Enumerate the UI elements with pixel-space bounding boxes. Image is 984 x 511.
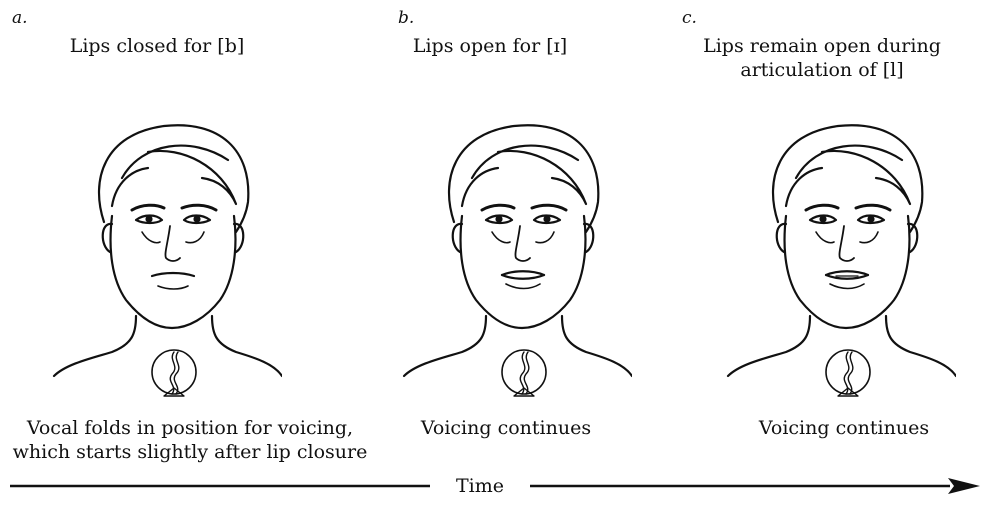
pupil-right <box>543 215 550 222</box>
hair-strand <box>122 146 228 178</box>
pupil-right <box>193 215 200 222</box>
pupil-left <box>495 215 502 222</box>
arrowhead-icon <box>948 478 980 494</box>
hair-strand <box>112 168 148 206</box>
face-illustration <box>402 120 632 420</box>
panel-title: Lips open for [ɪ] <box>350 34 630 58</box>
eyebrow-right <box>856 205 890 210</box>
under-eye-right <box>536 232 554 243</box>
eyebrow-left <box>132 205 164 210</box>
hair-strand <box>148 151 236 204</box>
panel-letter: a. <box>12 8 28 28</box>
under-eye-left <box>816 232 834 243</box>
neck-shoulder-left <box>404 316 486 376</box>
under-eye-right <box>186 232 204 243</box>
hair-strand <box>472 146 578 178</box>
eyebrow-left <box>482 205 514 210</box>
panel-caption: Voicing continues <box>406 416 606 440</box>
under-eye-left <box>492 232 510 243</box>
panel-c: c. Lips remain open during articulation … <box>660 0 984 470</box>
mouth-opening <box>502 275 544 279</box>
neck-shoulder-left <box>728 316 810 376</box>
hair-strand <box>822 151 910 204</box>
neck-shoulder-right <box>562 316 632 376</box>
eyebrow-right <box>532 205 566 210</box>
nose <box>515 226 530 261</box>
neck-shoulder-left <box>54 316 136 376</box>
pupil-left <box>819 215 826 222</box>
pupil-left <box>145 215 152 222</box>
face-illustration <box>726 120 956 420</box>
panel-title: Lips remain open during articulation of … <box>666 34 978 82</box>
panel-caption: Voicing continues <box>744 416 944 440</box>
hair-strand <box>786 168 822 206</box>
nose <box>839 226 854 261</box>
lower-lip <box>830 284 864 289</box>
vocal-fold-right <box>524 352 529 394</box>
hair-strand <box>796 146 902 178</box>
mouth-closed <box>152 273 194 276</box>
pupil-right <box>867 215 874 222</box>
eyebrow-right <box>182 205 216 210</box>
eyebrow-left <box>806 205 838 210</box>
upper-lip <box>826 271 868 275</box>
panel-title: Lips closed for [b] <box>22 34 292 58</box>
hair-strand <box>462 168 498 206</box>
under-eye-left <box>142 232 160 243</box>
upper-lip <box>502 271 544 275</box>
panel-letter: c. <box>682 8 697 28</box>
vocal-fold-right <box>174 352 179 394</box>
panel-caption: Vocal folds in position for voicing, whi… <box>0 416 380 464</box>
lower-lip <box>506 284 540 289</box>
vocal-fold-right <box>848 352 853 394</box>
neck-shoulder-right <box>886 316 956 376</box>
face-illustration <box>52 120 282 420</box>
lower-lip <box>158 286 188 289</box>
panel-a: a. Lips closed for [b] Vocal folds in po… <box>0 0 330 470</box>
neck-shoulder-right <box>212 316 282 376</box>
timeline-label: Time <box>440 474 520 498</box>
hair-strand <box>498 151 586 204</box>
nose <box>165 226 180 261</box>
panel-letter: b. <box>398 8 414 28</box>
under-eye-right <box>860 232 878 243</box>
panel-b: b. Lips open for [ɪ] Voicing continues <box>330 0 660 470</box>
